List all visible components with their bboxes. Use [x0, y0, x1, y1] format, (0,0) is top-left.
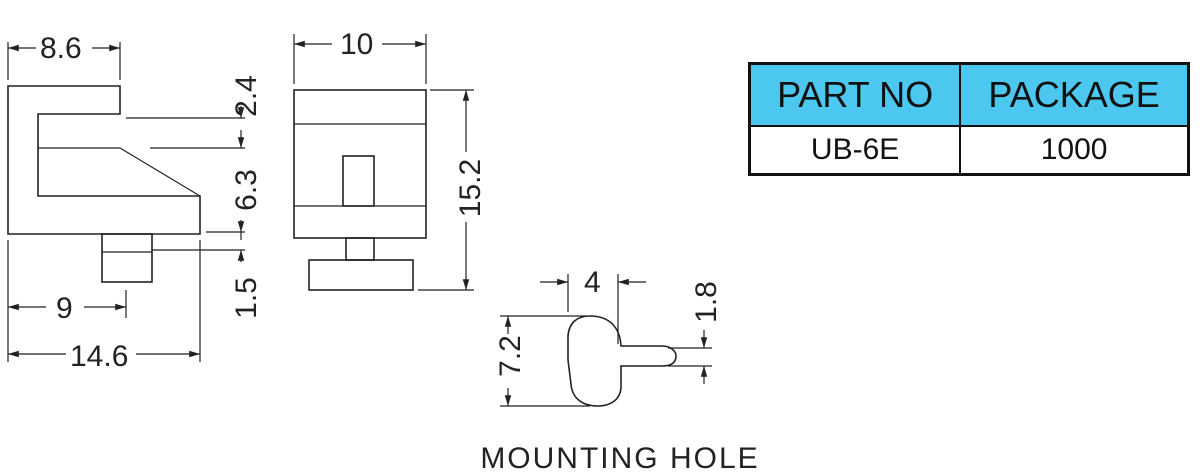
dim-hole-slot: 1.8: [690, 281, 723, 323]
front-body: [293, 89, 427, 239]
side-view: 8.6 2.4 6.3 1.5 9 14.6: [7, 32, 263, 373]
dim-peg-offset: 9: [56, 292, 73, 325]
dim-slot-height: 6.3: [230, 169, 263, 211]
dim-hole-height: 7.2: [494, 335, 527, 377]
spec-table-header-row: PART NO PACKAGE: [748, 62, 1190, 127]
side-view-outline: [7, 85, 201, 235]
spec-table-row: UB-6E 1000: [748, 125, 1190, 176]
dim-peg-height: 1.5: [230, 277, 263, 319]
dim-overall-width: 14.6: [70, 340, 128, 373]
dim-hole-width: 4: [584, 266, 601, 299]
dim-front-height: 15.2: [454, 159, 487, 217]
cell-part-no: UB-6E: [748, 125, 962, 176]
dim-front-width: 10: [340, 28, 373, 61]
mounting-hole-outline: [567, 315, 677, 407]
dim-top-width: 8.6: [40, 32, 82, 65]
dim-top-offset: 2.4: [230, 75, 263, 117]
header-package: PACKAGE: [959, 62, 1190, 127]
slot-ramp-line: [119, 147, 201, 197]
front-foot: [308, 259, 414, 291]
cell-package: 1000: [959, 125, 1190, 176]
front-neck: [345, 237, 375, 261]
mounting-hole: 4 1.8 7.2 MOUNTING HOLE: [480, 266, 759, 475]
side-peg: [101, 233, 153, 283]
header-part-no: PART NO: [748, 62, 962, 127]
front-view: 10 15.2: [293, 28, 487, 291]
mounting-hole-caption: MOUNTING HOLE: [480, 442, 759, 475]
front-slot: [342, 155, 375, 207]
spec-table: PART NO PACKAGE UB-6E 1000: [748, 62, 1190, 176]
